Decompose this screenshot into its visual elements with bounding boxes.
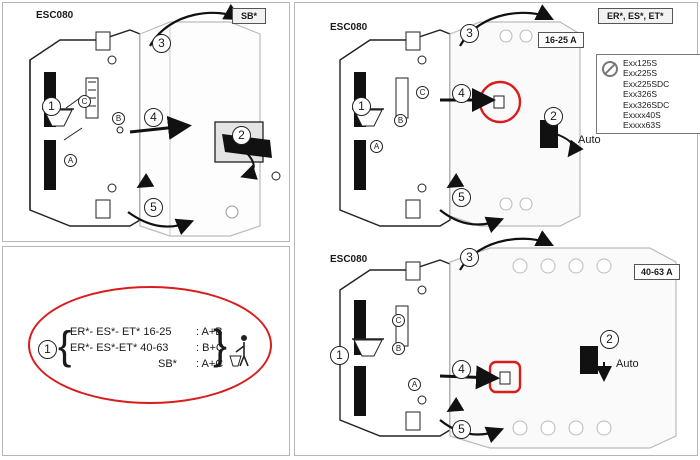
incompatible-models-box: Exx125S Exx225S Exx225SDC Exx326S Exx326…: [596, 54, 700, 134]
er-large-size-tag: 40-63 A: [634, 264, 680, 280]
right-brace: }: [213, 321, 228, 368]
er-large-main-device-drawing: [449, 247, 677, 449]
er-large-auto-label: Auto: [616, 358, 639, 370]
er-small-auto-label: Auto: [578, 134, 601, 146]
sb-letter-c: C: [78, 95, 91, 108]
er-large-model-label: ESC080: [330, 254, 368, 265]
incompatible-model: Exxxx40S: [623, 110, 661, 121]
er-small-step-5: 5: [452, 188, 471, 207]
sb-letter-a: A: [64, 154, 77, 167]
er-large-letter-c: C: [392, 314, 405, 327]
er-large-step-1: 1: [330, 346, 349, 365]
incompatible-model: Exx225S: [623, 68, 658, 79]
er-large-trash-bin-icon: [352, 338, 384, 357]
er-small-step-3: 3: [460, 24, 479, 43]
er-large-letter-b: B: [392, 342, 405, 355]
er-large-letter-a: A: [408, 378, 421, 391]
incompatible-model: Exx326SDC: [623, 99, 670, 110]
sb-model-label: ESC080: [36, 10, 74, 21]
er-small-auxiliary-contact-drawing: [339, 29, 451, 227]
er-variant-tag: ER*, ES*, ET*: [598, 8, 673, 24]
rule-rhs-large: : B+C: [196, 342, 224, 354]
er-small-step-4: 4: [452, 84, 471, 103]
er-small-step-2: 2: [544, 107, 563, 126]
rule-rhs-small: : A+B: [196, 326, 223, 338]
er-large-step-5: 5: [452, 420, 471, 439]
rule-rhs-sb: : A+C: [196, 358, 224, 370]
er-large-step-3: 3: [460, 248, 479, 267]
er-small-size-tag: 16-25 A: [538, 32, 584, 48]
rule-lhs-sb: SB*: [158, 358, 177, 370]
sb-letter-b: B: [112, 112, 125, 125]
sb-step-3: 3: [152, 34, 171, 53]
incompatible-model: Exx125S: [623, 58, 658, 68]
er-large-step-4: 4: [452, 360, 471, 379]
left-brace: {: [58, 324, 72, 368]
compatibility-highlight-ellipse: [28, 286, 272, 404]
incompatible-model: Exxxx63S: [623, 120, 661, 131]
er-small-main-device-drawing: [449, 21, 581, 227]
er-small-step-1: 1: [352, 97, 371, 116]
sb-step-4: 4: [144, 108, 163, 127]
forbidden-icon: [602, 61, 618, 77]
sb-auxiliary-contact-drawing: [29, 29, 141, 227]
sb-step-1: 1: [42, 97, 61, 116]
er-small-model-label: ESC080: [330, 22, 368, 33]
er-small-letter-b: B: [394, 114, 407, 127]
note-step-1: 1: [38, 340, 57, 359]
er-large-step-2: 2: [600, 330, 619, 349]
incompatible-models-list: Exx125S Exx225S Exx225SDC Exx326S Exx326…: [623, 58, 669, 131]
er-small-letter-c: C: [416, 86, 429, 99]
sb-step-5: 5: [144, 198, 163, 217]
sb-variant-tag: SB*: [232, 8, 267, 24]
sb-step-2: 2: [232, 126, 251, 145]
incompatible-model: Exx326S: [623, 89, 658, 100]
rule-lhs-large: ER*- ES*-ET* 40-63: [70, 342, 169, 354]
er-small-letter-a: A: [370, 140, 383, 153]
incompatible-model: Exx225SDC: [623, 78, 670, 89]
rule-lhs-small: ER*- ES*- ET* 16-25: [70, 326, 172, 338]
